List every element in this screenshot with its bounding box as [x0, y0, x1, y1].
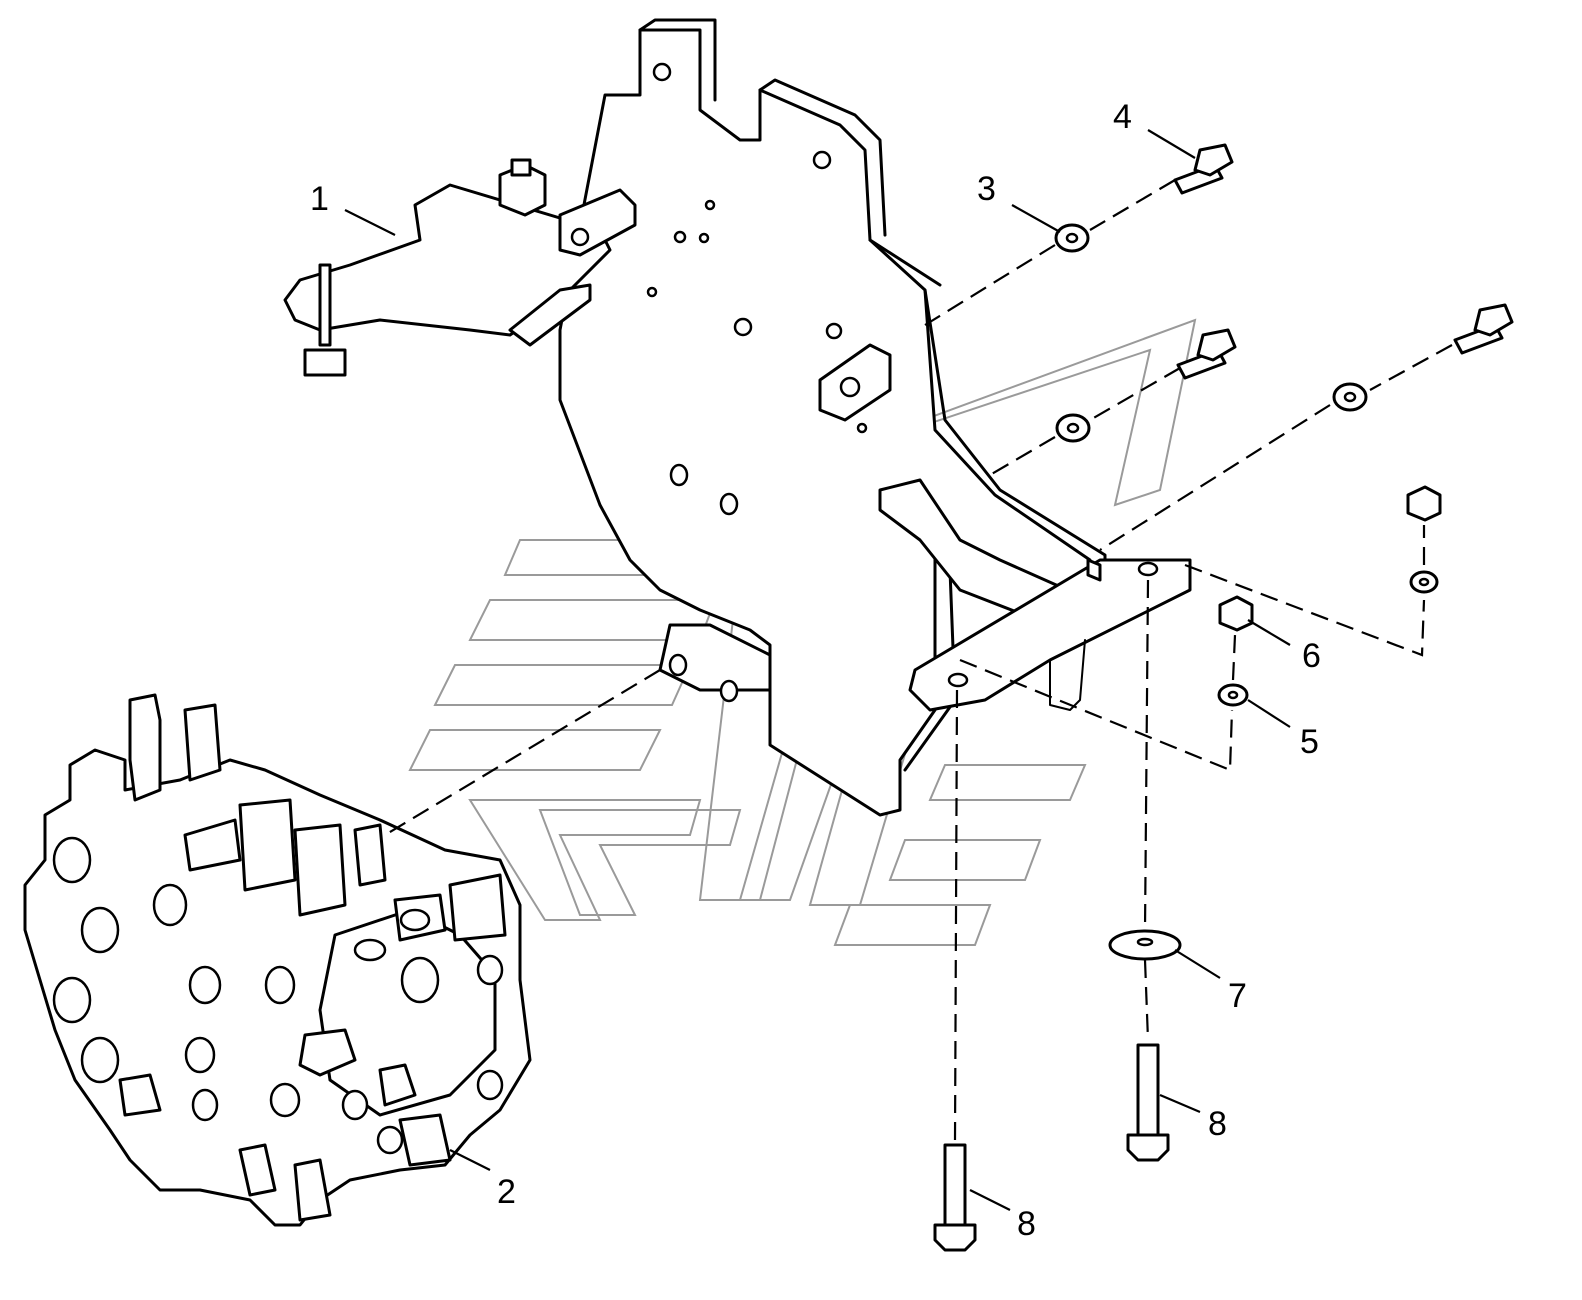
washer-right-lower [1409, 570, 1439, 594]
callout-8-right: 8 [1208, 1105, 1227, 1143]
mounting-bracket [283, 18, 1192, 817]
washer-right [1332, 382, 1368, 412]
callout-3: 3 [977, 170, 996, 208]
bolt-right [1453, 303, 1514, 355]
assembly-lines [384, 179, 1453, 1141]
control-valve [23, 693, 532, 1227]
callout-6: 6 [1302, 637, 1321, 675]
bolt-8-right [1126, 1043, 1170, 1162]
bolt-8-left [933, 1143, 977, 1252]
nut-right [1406, 485, 1442, 522]
bolt-4 [1173, 143, 1234, 195]
washer-3 [1054, 223, 1090, 253]
callout-5: 5 [1300, 723, 1319, 761]
washer-7 [1108, 929, 1182, 961]
washer-mid [1055, 413, 1091, 443]
callout-7: 7 [1228, 977, 1247, 1015]
leader-lines [344, 129, 1291, 1211]
callout-8-left: 8 [1017, 1205, 1036, 1243]
bolt-mid [1176, 328, 1237, 380]
callout-4: 4 [1113, 98, 1132, 136]
hardware [933, 143, 1514, 1252]
watermark-logo [408, 318, 1197, 946]
washer-5 [1217, 683, 1249, 707]
nut-6 [1218, 595, 1254, 632]
callout-2: 2 [497, 1173, 516, 1211]
callout-labels: 1 2 3 4 5 6 7 8 8 [310, 98, 1321, 1243]
callout-1: 1 [310, 180, 329, 218]
